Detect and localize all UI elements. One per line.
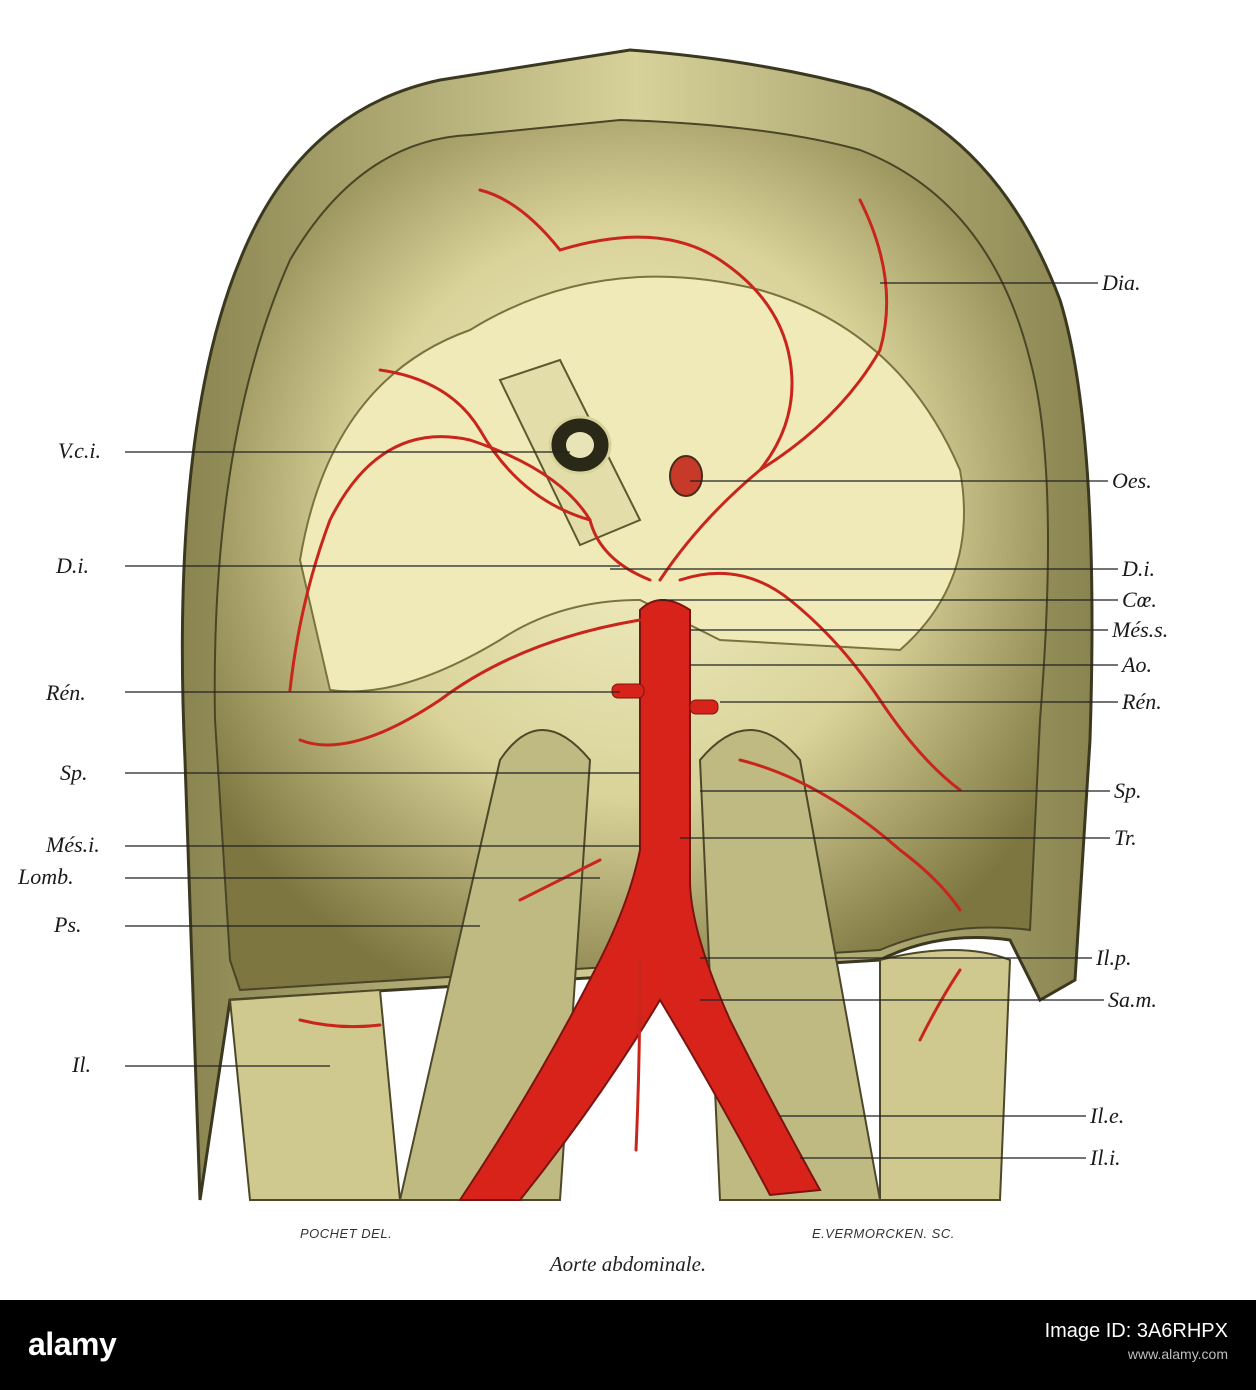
alamy-logo: alamy [28,1326,117,1362]
leader-lines [125,282,1118,1159]
label-renal-right: Rén. [1122,689,1162,714]
label-iliac-internal: Il.i. [1090,1145,1121,1170]
label-transverse: Tr. [1114,825,1137,850]
label-coeliac: Cœ. [1122,587,1157,612]
renal-artery-left [611,683,645,699]
label-iliac: Il. [72,1052,91,1077]
label-mesenteric-superior: Més.s. [1112,617,1169,642]
label-diaphragmatic-inferior-right: D.i. [1122,556,1155,581]
renal-artery-right [689,699,719,715]
image-id: Image ID: 3A6RHPX [1044,1320,1228,1342]
label-spermatic-right: Sp. [1114,778,1142,803]
label-aorta: Ao. [1122,652,1152,677]
plate-caption: Aorte abdominale. [549,1252,707,1276]
stock-footer: alamy Image ID: 3A6RHPX www.alamy.com [0,1300,1256,1390]
credit-draftsman: POCHET DEL. [300,1226,393,1241]
label-psoas: Ps. [54,912,82,937]
label-spermatic-left: Sp. [60,760,88,785]
image-meta: Image ID: 3A6RHPX www.alamy.com [1045,1318,1228,1364]
aorta [458,599,822,1201]
diaphragm [298,275,965,693]
label-lumbar: Lomb. [18,864,74,889]
label-diaphragmatic-inferior-left: D.i. [56,553,89,578]
label-iliac-external: Il.e. [1090,1103,1125,1128]
abdominal-aorta-illustration [125,48,1118,1201]
anatomical-plate: V.c.i. D.i. Rén. Sp. Més.i. Lomb. Ps. Il… [18,48,1169,1276]
arterial-branches [288,188,962,1152]
label-iliac-posterior: Il.p. [1096,945,1132,970]
credit-engraver: E.VERMORCKEN. SC. [812,1226,955,1241]
iliac-right [879,949,1012,1201]
label-oesophagus: Oes. [1112,468,1152,493]
label-diaphragm: Dia. [1102,270,1141,295]
label-renal-left: Rén. [46,680,86,705]
alamy-url: www.alamy.com [1127,1346,1228,1362]
label-sacral-median: Sa.m. [1108,987,1157,1012]
label-vena-cava-inferior: V.c.i. [58,438,101,463]
iliac-left [228,988,402,1201]
label-mesenteric-inferior: Més.i. [46,832,100,857]
